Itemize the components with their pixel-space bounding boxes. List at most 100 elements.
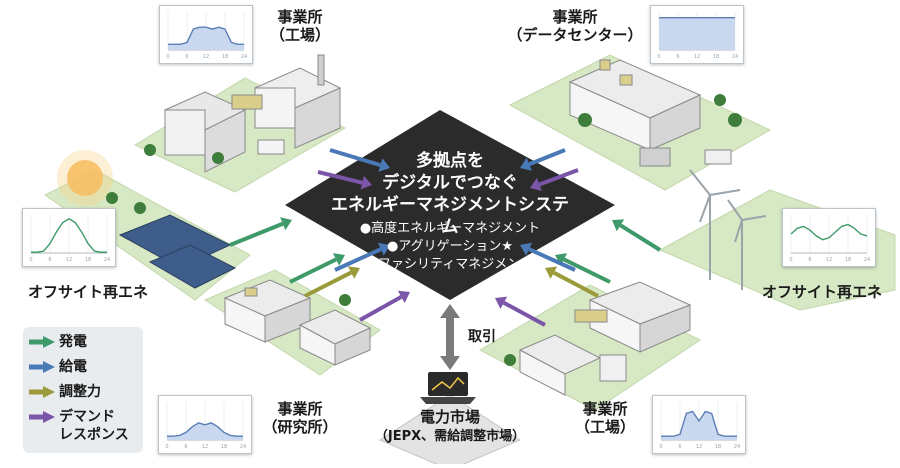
flow-arrows [229, 148, 662, 327]
legend-arrow-supply-icon [29, 361, 55, 373]
site-label-top-right: 事業所 （データセンター） [505, 8, 645, 44]
flow-arrow-shaft [334, 247, 382, 272]
hub-item-aggregation: ●アグリゲーション★ [386, 239, 514, 254]
chart-area [168, 27, 244, 50]
trade-label: 取引 [468, 329, 496, 345]
site-label-offsite-left: オフサイト再エネ [27, 283, 148, 301]
chart-tick-label: 0 [657, 54, 660, 60]
sun-glow [57, 150, 113, 206]
chart-tick-label: 18 [85, 257, 91, 263]
chart-tick-label: 24 [241, 54, 247, 60]
market-subtitle: （JEPX、需給調整市場） [374, 429, 526, 444]
flow-arrow-head [520, 242, 533, 256]
sun-icon [67, 160, 103, 196]
flow-arrow-head [347, 266, 360, 279]
chart-tick-label: 18 [221, 444, 227, 450]
hub-item-facility-management: ●ファシリティマネジメント [366, 257, 534, 272]
chart-tick-label: 6 [185, 54, 188, 60]
flow-arrow-shaft [289, 257, 337, 284]
chart-area [167, 422, 243, 440]
site-top-right-type: （データセンター） [507, 26, 643, 44]
site-top-right-name: 事業所 [552, 8, 598, 26]
flow-arrow-shaft [317, 170, 363, 185]
chart-tick-label: 12 [696, 444, 702, 450]
market-platform [378, 394, 522, 468]
flow-arrow-shaft [552, 270, 599, 298]
chart-series-line [167, 422, 243, 437]
flow-arrow-shaft [329, 148, 381, 168]
chart-area [659, 17, 735, 50]
flow-arrow-head [377, 242, 390, 256]
chart-series-line [31, 217, 107, 253]
site-bottom-right-type: （工場） [574, 418, 635, 436]
gen-chart-offsite-left-plot: 0 6 12 18 24 [29, 215, 110, 263]
solar-panels-offsite-left [106, 192, 237, 289]
chart-tick-label: 18 [845, 257, 851, 263]
site-top-left-type: （工場） [269, 26, 330, 44]
site-bottom-left-type: （研究所） [262, 418, 338, 436]
hub-title-line-1: 多拠点を [416, 151, 484, 171]
chart-tick-label: 0 [29, 257, 32, 263]
flow-arrow-shaft [502, 300, 546, 327]
legend-item-adjustment: 調整力 [29, 383, 101, 401]
datacenter-top-right [568, 59, 742, 167]
flow-arrow-head [360, 175, 372, 190]
chart-tick-label: 18 [715, 444, 721, 450]
site-label-top-left: 事業所 （工場） [250, 8, 350, 44]
site-label-offsite-right: オフサイト再エネ [761, 283, 882, 301]
chart-tick-label: 24 [732, 54, 738, 60]
factory-bottom-right [504, 281, 692, 396]
flow-arrow-head [397, 290, 410, 303]
load-chart-top-right: 0 6 12 18 24 [650, 5, 744, 64]
flow-arrow-shaft [528, 247, 576, 272]
laptop-icon [420, 372, 476, 404]
chart-tick-label: 18 [713, 54, 719, 60]
chart-tick-label: 0 [789, 257, 792, 263]
flow-arrow-shaft [528, 148, 566, 167]
legend-arrow-demand-response-icon [29, 411, 55, 423]
legend-item-generation: 発電 [29, 333, 87, 351]
site-bottom-right-name: 事業所 [582, 400, 628, 418]
flow-arrow-shaft [538, 168, 579, 187]
chart-tick-label: 6 [676, 54, 679, 60]
flow-arrow-head [332, 253, 345, 266]
legend-arrow-generation-icon [29, 336, 55, 348]
chart-tick-label: 12 [66, 257, 72, 263]
flow-arrow-head [612, 219, 625, 232]
chart-tick-label: 0 [659, 444, 662, 450]
chart-series-line [790, 223, 868, 241]
legend-label-demand-response: デマンド レスポンス [59, 409, 129, 443]
hub-title-line-3: エネルギーマネジメントシステム [331, 195, 569, 237]
chart-tick-label: 12 [694, 54, 700, 60]
flow-arrow-head [378, 158, 390, 172]
chart-series-line [661, 410, 737, 437]
flow-arrow-shaft [619, 223, 662, 252]
site-label-bottom-left: 事業所 （研究所） [255, 400, 345, 436]
chart-tick-label: 0 [165, 444, 168, 450]
chart-tick-label: 12 [203, 54, 209, 60]
chart-tick-label: 24 [104, 257, 110, 263]
chart-tick-label: 18 [222, 54, 228, 60]
load-chart-top-right-plot: 0 6 12 18 24 [657, 12, 738, 60]
site-top-left-name: 事業所 [277, 8, 323, 26]
chart-tick-label: 6 [48, 257, 51, 263]
flow-arrow-head [545, 266, 558, 279]
legend-arrow-adjustment-icon [29, 386, 55, 398]
chart-area [661, 411, 737, 440]
flow-arrow-head [520, 157, 532, 171]
lab-bottom-left [223, 279, 372, 366]
chart-series-line [168, 26, 244, 45]
flow-arrow-shaft [563, 257, 611, 284]
hub-title-line-2: デジタルでつなぐ [382, 173, 518, 193]
chart-tick-label: 6 [808, 257, 811, 263]
legend-item-demand-response: デマンド レスポンス [29, 408, 129, 444]
gen-chart-offsite-left: 0 6 12 18 24 [22, 208, 116, 267]
chart-tick-label: 24 [734, 444, 740, 450]
